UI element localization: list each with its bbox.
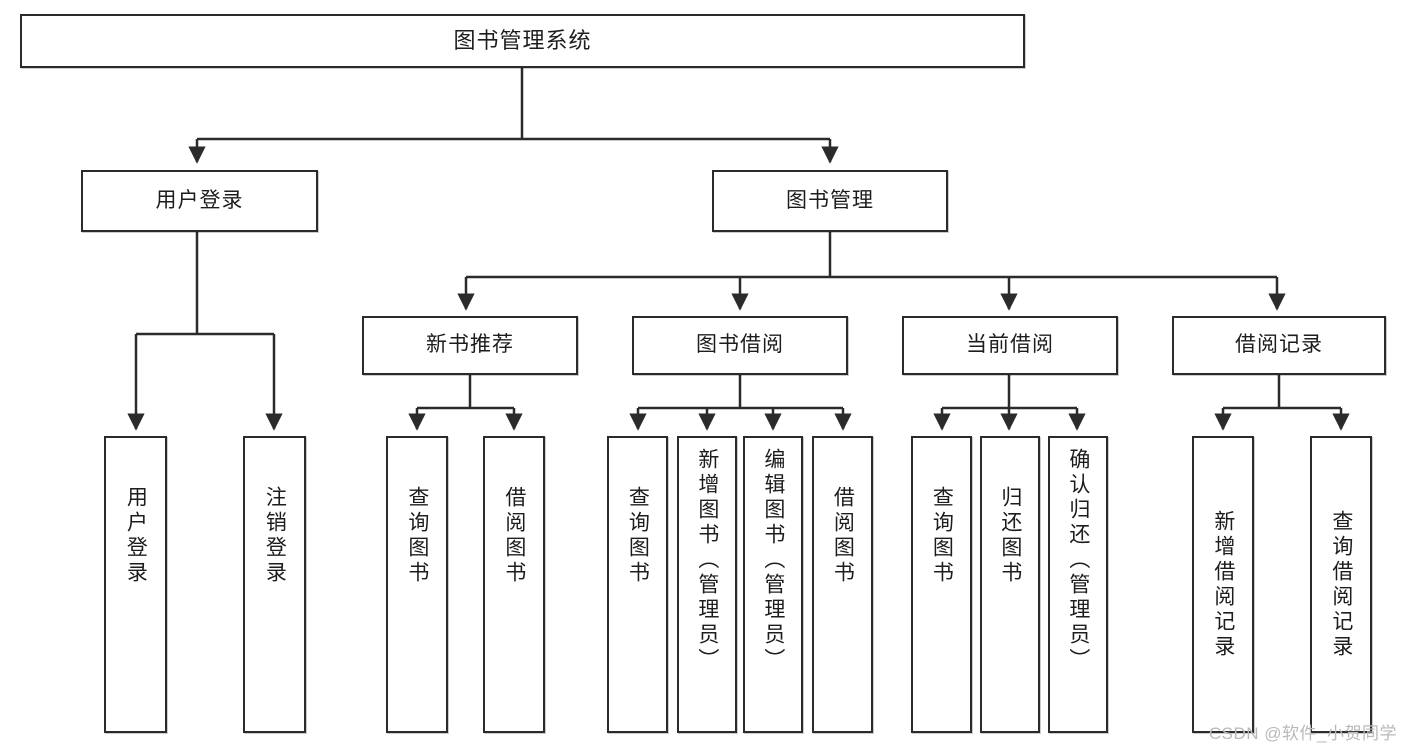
leaf-new-book-query-books[interactable]: 查询图书 [386, 436, 448, 733]
node-book-borrowing[interactable]: 图书借阅 [632, 316, 848, 375]
leaf-current-borrow-return-books[interactable]: 归还图书 [980, 436, 1040, 733]
leaf-label: 注销登录 [263, 486, 287, 586]
leaf-label: 编辑图书（管理员） [761, 448, 785, 673]
node-new-book-recommendation[interactable]: 新书推荐 [362, 316, 578, 375]
node-label: 用户登录 [155, 188, 244, 212]
leaf-label: 用户登录 [124, 486, 148, 586]
csdn-watermark: CSDN @软件_小贺同学 [1208, 724, 1397, 743]
leaf-label: 查询图书 [930, 486, 954, 586]
leaf-label: 归还图书 [998, 486, 1022, 586]
node-label: 图书管理 [786, 188, 874, 212]
node-borrowing-record[interactable]: 借阅记录 [1172, 316, 1386, 375]
leaf-user-login-login[interactable]: 用户登录 [104, 436, 167, 733]
leaf-book-borrow-query-books[interactable]: 查询图书 [607, 436, 668, 733]
leaf-book-borrow-borrow-books[interactable]: 借阅图书 [812, 436, 873, 733]
node-current-borrowing[interactable]: 当前借阅 [902, 316, 1118, 375]
leaf-current-borrow-query-books[interactable]: 查询图书 [911, 436, 972, 733]
leaf-label: 确认归还（管理员） [1066, 448, 1090, 673]
node-root-book-management-system[interactable]: 图书管理系统 [20, 14, 1025, 68]
leaf-user-login-logout[interactable]: 注销登录 [243, 436, 306, 733]
leaf-label: 新增图书（管理员） [695, 448, 719, 673]
leaf-book-borrow-add-book-admin[interactable]: 新增图书（管理员） [677, 436, 737, 733]
node-label: 借阅记录 [1235, 333, 1323, 357]
leaf-label: 查询借阅记录 [1329, 510, 1353, 660]
node-label: 当前借阅 [966, 333, 1054, 357]
node-label: 图书借阅 [696, 333, 784, 357]
leaf-current-borrow-confirm-return-admin[interactable]: 确认归还（管理员） [1048, 436, 1108, 733]
node-label: 图书管理系统 [453, 28, 592, 54]
leaf-label: 借阅图书 [831, 486, 855, 586]
node-book-management[interactable]: 图书管理 [712, 170, 948, 232]
leaf-new-book-borrow-books[interactable]: 借阅图书 [483, 436, 545, 733]
leaf-borrow-record-add-record[interactable]: 新增借阅记录 [1192, 436, 1254, 733]
leaf-borrow-record-query-record[interactable]: 查询借阅记录 [1310, 436, 1372, 733]
node-label: 新书推荐 [426, 333, 514, 357]
node-user-login[interactable]: 用户登录 [81, 170, 318, 232]
leaf-label: 借阅图书 [502, 486, 526, 586]
leaf-label: 查询图书 [626, 486, 650, 586]
leaf-label: 查询图书 [405, 486, 429, 586]
leaf-book-borrow-edit-book-admin[interactable]: 编辑图书（管理员） [743, 436, 803, 733]
leaf-label: 新增借阅记录 [1211, 510, 1235, 660]
